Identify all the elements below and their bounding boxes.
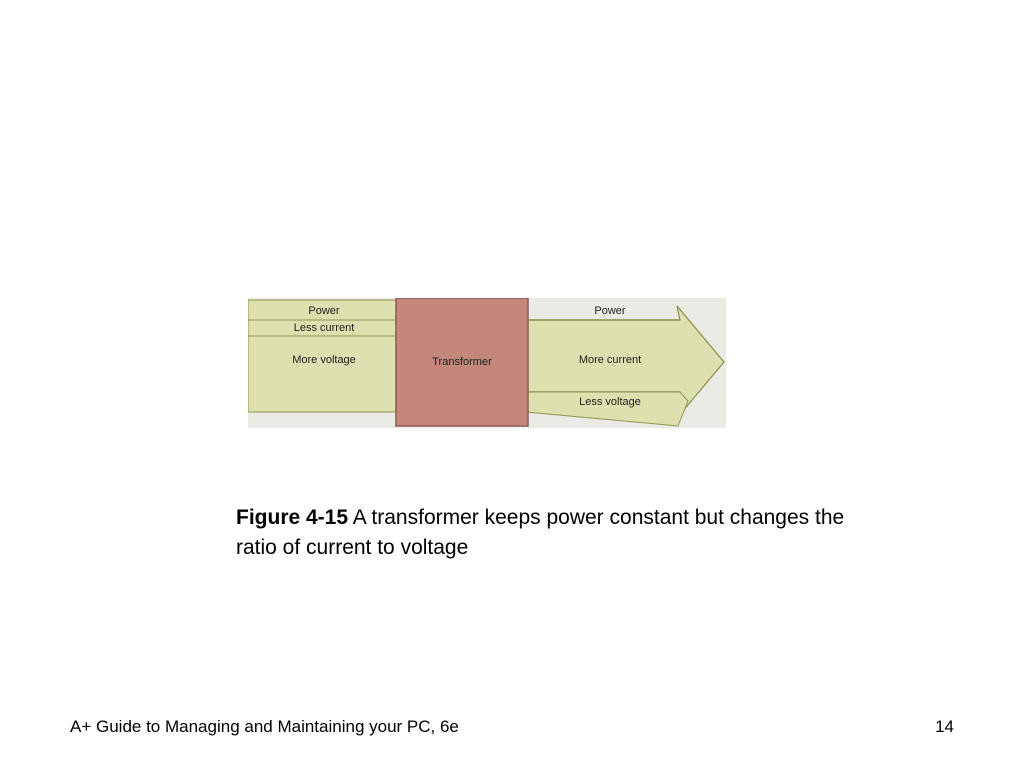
input-voltage-band [248, 335, 399, 413]
output-side: Power More current Less voltage [525, 305, 725, 427]
output-voltage-label: Less voltage [579, 396, 641, 408]
input-current-label: Less current [294, 322, 355, 334]
footer-book-title: A+ Guide to Managing and Maintaining you… [70, 717, 459, 736]
input-voltage-label: More voltage [292, 354, 356, 366]
figure-caption-text: A transformer keeps power constant but c… [236, 506, 845, 559]
transformer-diagram: Power Less current More voltage Power Mo… [248, 298, 726, 428]
output-current-label: More current [579, 354, 641, 366]
figure-number: Figure 4-15 [236, 506, 349, 529]
transformer-block: Transformer [395, 298, 529, 427]
output-power-label: Power [594, 305, 626, 317]
input-power-label: Power [308, 305, 340, 317]
transformer-box [395, 298, 529, 427]
page-number: 14 [935, 717, 954, 736]
figure-caption: Figure 4-15 A transformer keeps power co… [236, 503, 876, 563]
transformer-label: Transformer [432, 356, 492, 368]
input-side: Power Less current More voltage [248, 299, 399, 413]
